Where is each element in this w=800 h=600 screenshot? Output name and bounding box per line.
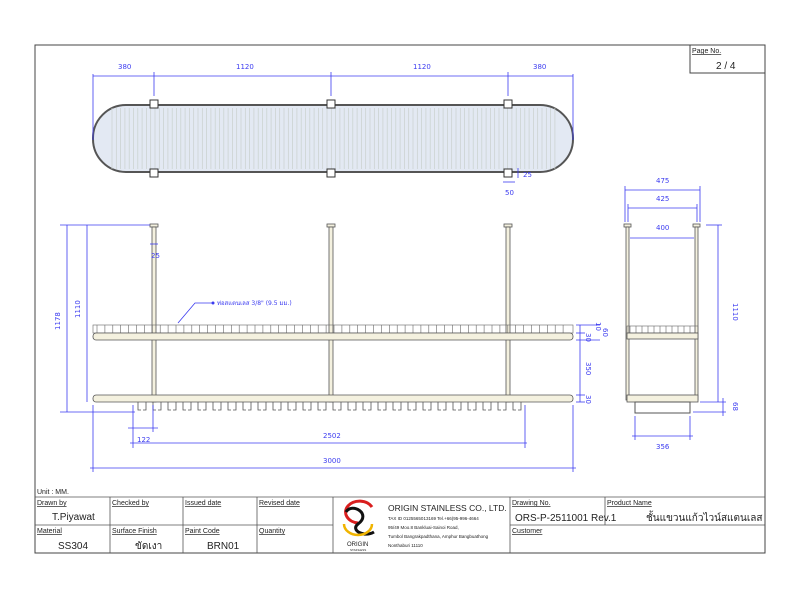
top-view: 380 1120 1120 380 50 25 [92, 63, 574, 197]
glass-hook [227, 402, 237, 411]
title-block-product-name-label: Product Name [607, 500, 652, 507]
title-block [35, 496, 765, 553]
title-block-company-logo-sub: STAINLESS [350, 548, 366, 552]
dim-height-1110: 1110 [731, 303, 739, 321]
paint-code-value: BRN01 [207, 541, 240, 552]
dim-post-dia: 25 [151, 252, 160, 260]
dim-span2: 1120 [413, 63, 431, 71]
glass-hook [197, 402, 207, 411]
glass-hook [407, 402, 417, 411]
title-block-company-addr1: 95/49 Moo.8 Bankluai-Sainoi Road, [388, 525, 459, 530]
title-block-company-logo-text: ORIGIN [347, 542, 368, 548]
side-view: 475 425 400 1110 68 356 [623, 177, 739, 451]
title-block-checked-by-label: Checked by [112, 500, 149, 507]
glass-hook [422, 402, 432, 411]
title-block-drawing-no-label: Drawing No. [512, 500, 551, 507]
title-block-quantity-label: Quantity [259, 528, 286, 535]
front-view-dims-r10: 10 [594, 322, 602, 331]
dim-overall-length: 3000 [323, 457, 341, 465]
post-bracket [326, 99, 336, 109]
glass-hook [332, 402, 342, 411]
glass-hook [287, 402, 297, 411]
post-bracket [503, 99, 513, 109]
glass-hook [317, 402, 327, 411]
title-block-fields: Drawn by T.Piyawat Checked by Issued dat… [37, 499, 762, 552]
dim-hook-span: 2502 [323, 432, 341, 440]
glass-hook [512, 402, 522, 411]
drawing-border [34, 44, 766, 554]
title-block-paint-code-label: Paint Code [185, 528, 220, 535]
surface-finish-value: ขัดเงา [135, 541, 162, 552]
dim-width-425: 425 [656, 195, 669, 203]
glass-hook [257, 402, 267, 411]
dim-right-end: 380 [533, 63, 546, 71]
drawn-by-value: T.Piyawat [52, 512, 95, 523]
title-block-company-tax: TAX ID 0125565013169 Tel.+66(95-996-4664 [388, 516, 479, 521]
glass-hook [212, 402, 222, 411]
glass-hook [362, 402, 372, 411]
post-bracket [149, 99, 159, 109]
front-view: 1178 1110 25 ท่อสแตนเลส 3/8" (9.5 มม.) 1… [54, 223, 609, 472]
glass-hook [302, 402, 312, 411]
glass-hook [482, 402, 492, 411]
ceiling-flange [503, 223, 513, 228]
page-number-box: Page No. 2 / 4 [689, 44, 766, 74]
title-block-drawn-by-label: Drawn by [37, 500, 67, 507]
dim-hook-offset: 122 [137, 436, 150, 444]
glass-hook [347, 402, 357, 411]
glass-hook [497, 402, 507, 411]
title-block-customer-label: Customer [512, 528, 543, 535]
glass-hook [437, 402, 447, 411]
title-block-revised-date-label: Revised date [259, 500, 300, 507]
ceiling-flange [326, 223, 336, 228]
post-bracket [149, 168, 159, 178]
company-logo: ORIGIN STAINLESS [342, 499, 375, 552]
material-value: SS304 [58, 541, 88, 552]
glass-hook [392, 402, 402, 411]
front-view-dims-r30b: 30 [584, 395, 592, 404]
glass-hook [167, 402, 177, 411]
dim-height-68: 68 [731, 402, 739, 411]
page-value: 2 / 4 [716, 61, 736, 72]
glass-hook [467, 402, 477, 411]
hanging-post [328, 226, 334, 403]
post-bracket [326, 168, 336, 178]
front-view-dims-r60: 60 [601, 328, 609, 337]
dim-span1: 1120 [236, 63, 254, 71]
title-block-company-addr2: Tumbol Bangrakpadthana, Amphur Bangbuath… [388, 534, 489, 539]
product-name: ชั้นแขวนแก้วไวน์สแตนเลส [646, 510, 762, 524]
dim-post-width: 50 [505, 189, 514, 197]
dim-overall-height: 1178 [54, 312, 62, 330]
title-block-company-addr3: Nonthaburi 11110 [388, 543, 423, 548]
glass-hook [272, 402, 282, 411]
ceiling-flange [149, 223, 159, 228]
title-block-surface-finish-label: Surface Finish [112, 528, 157, 535]
front-view-dims-r30a: 30 [584, 333, 592, 342]
glass-hook [137, 402, 147, 411]
title-block-issued-date-label: Issued date [185, 500, 221, 507]
glass-hook [182, 402, 192, 411]
glass-hook [452, 402, 462, 411]
dim-post-depth: 25 [523, 171, 532, 179]
front-view-dims-r350: 350 [584, 362, 592, 375]
post-bracket [503, 168, 513, 178]
glass-hook [242, 402, 252, 411]
page-label: Page No. [692, 48, 721, 55]
dim-width-356: 356 [656, 443, 670, 451]
unit-label: Unit : MM. [37, 489, 69, 496]
glass-hook [377, 402, 387, 411]
glass-hook [152, 402, 162, 411]
title-block-material-label: Material [37, 528, 62, 535]
dim-left-end: 380 [118, 63, 131, 71]
dim-width-475: 475 [656, 177, 669, 185]
tube-annotation: ท่อสแตนเลส 3/8" (9.5 มม.) [217, 300, 292, 307]
drawing-number: ORS-P-2511001 Rev.1 [515, 513, 617, 524]
company-name: ORIGIN STAINLESS CO., LTD. [388, 503, 507, 513]
hanging-post [505, 226, 511, 403]
dim-width-400: 400 [656, 224, 669, 232]
dim-post-height: 1110 [74, 300, 82, 318]
